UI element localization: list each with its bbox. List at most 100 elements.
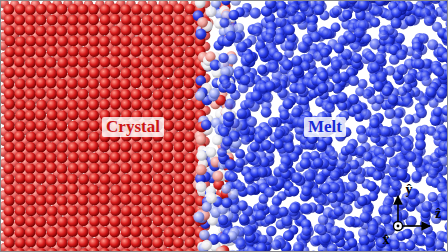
atom (68, 142, 79, 153)
atom (131, 99, 142, 110)
atom (174, 68, 185, 79)
atom (153, 205, 164, 216)
atom (67, 205, 78, 216)
atom (153, 89, 164, 100)
atom (78, 131, 89, 142)
atom (206, 193, 217, 204)
atom (56, 121, 67, 132)
atom (15, 67, 26, 78)
atom (57, 184, 68, 195)
atom (152, 227, 163, 238)
atom (282, 98, 293, 109)
atom (35, 110, 46, 121)
atom (15, 121, 26, 132)
atom (14, 227, 25, 238)
atom (197, 17, 208, 28)
atom (184, 67, 195, 78)
atom (142, 15, 153, 26)
atom (184, 237, 195, 248)
atom (142, 4, 153, 15)
atom (274, 33, 285, 44)
atom (26, 205, 37, 216)
atom (57, 14, 68, 25)
atom (68, 46, 79, 57)
atom (184, 78, 195, 89)
atom (153, 46, 164, 57)
atom (78, 14, 89, 25)
atom (173, 57, 184, 68)
atom (35, 216, 46, 227)
atom (121, 216, 132, 227)
atom (99, 46, 110, 57)
atom (300, 158, 311, 169)
atom (110, 14, 121, 25)
atom (163, 215, 174, 226)
atom (142, 35, 153, 46)
atom (57, 173, 68, 184)
atom (205, 6, 216, 17)
atom (4, 67, 15, 78)
atom (78, 174, 89, 185)
atom (36, 4, 47, 15)
atom (36, 195, 47, 206)
atom (46, 3, 57, 14)
atom (184, 57, 195, 68)
atom (57, 67, 68, 78)
atom (173, 226, 184, 237)
atom (344, 216, 355, 227)
atom (163, 67, 174, 78)
atom (88, 4, 99, 15)
atom (78, 25, 89, 36)
atom (67, 184, 78, 195)
atom (4, 184, 15, 195)
atom (142, 68, 153, 79)
atom (318, 215, 328, 225)
atom (426, 249, 437, 252)
atom (47, 46, 58, 57)
atom (47, 120, 58, 131)
atom (131, 4, 142, 15)
atom (99, 184, 110, 195)
atom (370, 39, 381, 50)
atom (225, 159, 236, 170)
atom (163, 36, 174, 47)
atom (35, 88, 46, 99)
atom (173, 47, 184, 58)
atom (78, 142, 89, 153)
atom (195, 90, 205, 100)
atom (57, 36, 68, 47)
atom (68, 56, 79, 67)
atom (25, 25, 36, 36)
atom (89, 36, 100, 47)
atom (109, 227, 120, 238)
atom (15, 173, 26, 184)
atom (131, 206, 142, 217)
atom (89, 120, 100, 131)
atom (78, 57, 89, 68)
atom (67, 174, 78, 185)
atom (110, 142, 121, 153)
atom (4, 205, 15, 216)
atom (4, 25, 15, 36)
atom (46, 194, 57, 205)
atom (131, 226, 142, 237)
atom (46, 78, 57, 89)
atom (4, 121, 15, 132)
atom (110, 46, 121, 57)
atom (174, 152, 185, 163)
atom (163, 56, 174, 67)
atom (284, 24, 295, 35)
atom (174, 131, 185, 142)
atom (25, 121, 36, 132)
atom (206, 193, 216, 203)
atom (163, 25, 174, 36)
atom (25, 15, 36, 26)
atom (195, 164, 206, 175)
atom (56, 88, 67, 99)
atom (89, 57, 100, 68)
atom (56, 163, 67, 174)
atom (153, 152, 164, 163)
atom (25, 142, 36, 153)
atom (4, 78, 15, 89)
